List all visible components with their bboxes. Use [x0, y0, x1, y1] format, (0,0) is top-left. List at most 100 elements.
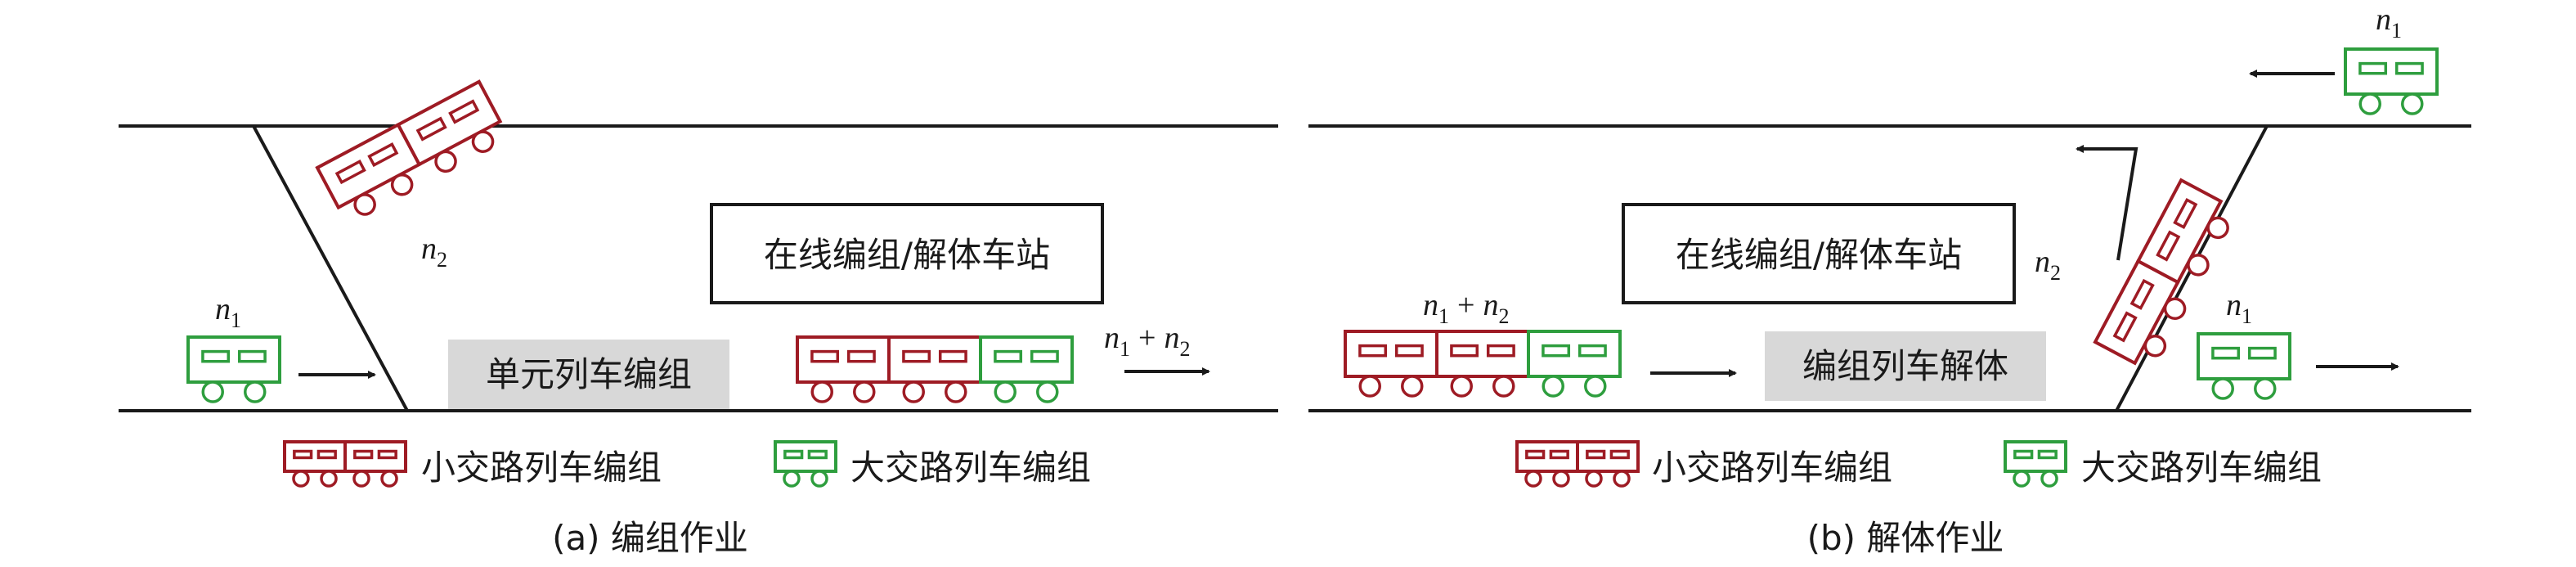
car-wheel [1492, 375, 1515, 398]
car-window [902, 349, 931, 363]
car-wheel [1358, 375, 1381, 398]
composed-train-a [796, 335, 1074, 403]
composed-train-b [1344, 330, 1622, 398]
train-car [315, 122, 422, 216]
train-car [1576, 440, 1640, 488]
train-car [2197, 332, 2291, 400]
panel-b: n1 在线编组/解体车站 编组列车解体 n1+n2 n2 n1 小交路列车编组 … [1308, 2, 2471, 558]
car-window [367, 142, 399, 168]
car-wheel [2013, 470, 2031, 488]
station-box-a [710, 203, 1104, 304]
car-wheel [434, 150, 457, 173]
car-window [2037, 449, 2058, 460]
car-window [1586, 449, 1606, 460]
n1-top-label-b: n1 [2376, 2, 2402, 43]
train-car [1527, 330, 1622, 398]
car-window [2013, 449, 2034, 460]
station-label-b: 在线编组/解体车站 [1676, 235, 1962, 275]
car-wheel [2040, 470, 2058, 488]
car-window [2247, 346, 2277, 360]
train-car [887, 335, 982, 403]
car-window [1030, 349, 1059, 363]
legend-large-route-label-a: 大交路列车编组 [850, 448, 1091, 488]
car-window [1542, 344, 1571, 358]
car-wheel [1613, 470, 1631, 488]
crossover-a [252, 125, 409, 412]
n2-label-b: n2 [2035, 245, 2061, 285]
car-window [201, 349, 231, 363]
car-wheel [2358, 92, 2381, 115]
legend-large-route-icon-b [2004, 440, 2067, 488]
car-wheel [783, 470, 801, 488]
car-wheel [380, 470, 398, 488]
car-window [807, 449, 828, 460]
car-wheel [353, 193, 376, 216]
car-wheel [390, 173, 414, 196]
car-wheel [1401, 375, 1424, 398]
car-window [353, 449, 374, 460]
car-wheel [810, 380, 833, 403]
car-window [334, 160, 366, 185]
car-window [1450, 344, 1479, 358]
car-wheel [994, 380, 1016, 403]
op-label-box-a [448, 340, 729, 409]
car-wheel [810, 470, 828, 488]
input-expr-b: n1+n2 [1423, 288, 1509, 328]
car-window [938, 349, 967, 363]
car-wheel [1552, 470, 1570, 488]
station-box-b [1622, 203, 2016, 304]
car-wheel [2254, 377, 2277, 400]
car-window [1549, 449, 1569, 460]
car-wheel [2163, 297, 2187, 321]
caption-a: (a) 编组作业 [552, 518, 748, 558]
car-window [1525, 449, 1546, 460]
car-wheel [1036, 380, 1059, 403]
train-car [2344, 47, 2439, 115]
arrow-n2-b [2076, 145, 2138, 261]
small-route-train-b-tilted [2093, 178, 2229, 366]
op-label-b: 编组列车解体 [1802, 346, 2008, 386]
station-label-a: 在线编组/解体车站 [764, 235, 1050, 275]
car-window [1577, 344, 1607, 358]
op-label-a: 单元列车编组 [486, 354, 692, 394]
car-window [994, 349, 1023, 363]
train-car [774, 440, 837, 488]
train-car [1515, 440, 1579, 488]
car-window [810, 349, 840, 363]
car-window [2112, 311, 2138, 343]
car-wheel [902, 380, 925, 403]
car-wheel [1542, 375, 1564, 398]
car-wheel [1584, 375, 1607, 398]
train-car [796, 335, 891, 403]
car-window [1358, 344, 1388, 358]
n1-out-label-b: n1 [2226, 288, 2252, 328]
car-window [293, 449, 313, 460]
legend-large-route-label-b: 大交路列车编组 [2081, 448, 2322, 488]
car-wheel [2143, 335, 2167, 358]
car-wheel [320, 470, 338, 488]
train-car [2093, 259, 2187, 366]
train-car [2135, 178, 2229, 285]
car-window [415, 116, 447, 142]
train-car [283, 440, 347, 488]
op-label-box-b [1765, 331, 2046, 401]
legend-small-route-icon-b [1515, 440, 1640, 488]
car-wheel [2401, 92, 2424, 115]
car-wheel [201, 380, 224, 403]
train-car [343, 440, 407, 488]
train-car [396, 79, 503, 173]
legend-small-route-icon-a [283, 440, 407, 488]
caption-b: (b) 解体作业 [1807, 518, 2004, 558]
large-route-train-b-top [2344, 47, 2439, 115]
train-car [1344, 330, 1438, 398]
small-route-train-a-tilted [315, 79, 503, 216]
legend-small-route-label-a: 小交路列车编组 [421, 448, 662, 488]
car-window [2358, 61, 2388, 75]
car-window [2211, 346, 2241, 360]
car-window [2129, 278, 2155, 310]
car-wheel [1450, 375, 1473, 398]
car-window [237, 349, 267, 363]
car-window [783, 449, 804, 460]
output-expr-a: n1+n2 [1104, 321, 1190, 361]
